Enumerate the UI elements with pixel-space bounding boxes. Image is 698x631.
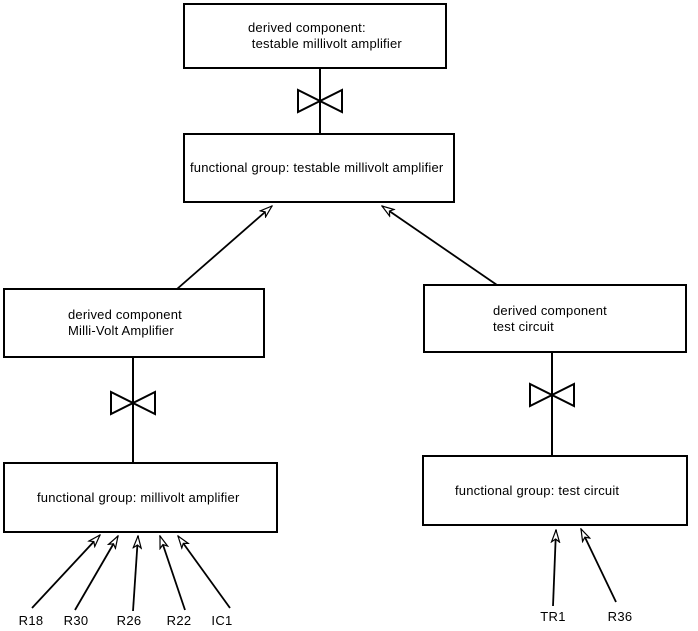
leaf-label-r22: R22 [166,613,192,628]
node-derived-component-milli-volt-amplifier: derived component Milli-Volt Amplifier [3,288,265,358]
arrow-ic1-to-millivolt-group [178,536,231,609]
leaf-label-r36: R36 [607,609,633,624]
arrow-derived-test-circuit-to-testable-group [382,206,498,286]
node-text-line: Milli-Volt Amplifier [68,323,174,338]
node-text-line: functional group: millivolt amplifier [37,489,240,505]
leaf-label-r26: R26 [116,613,142,628]
node-functional-group-millivolt-amplifier: functional group: millivolt amplifier [3,462,278,533]
node-text-line: testable millivolt amplifier [248,36,402,51]
node-text-line: derived component [68,307,182,322]
arrow-r26-to-millivolt-group [132,536,138,612]
leaf-label-r30: R30 [63,613,89,628]
node-functional-group-test-circuit: functional group: test circuit [422,455,688,526]
node-derived-component-testable-millivolt-amplifier: derived component: testable millivolt am… [183,3,447,69]
node-text-line: test circuit [493,318,554,334]
arrow-r18-to-millivolt-group [31,535,100,609]
bowtie-icon [529,382,575,408]
leaf-label-r18: R18 [18,613,44,628]
leaf-label-tr1: TR1 [540,609,566,624]
arrow-r36-to-test-circuit-group [581,529,617,603]
node-text-line: derived component [493,302,607,318]
arrow-derived-mv-amp-to-testable-group [176,206,272,290]
node-derived-component-test-circuit: derived component test circuit [423,284,687,353]
node-text-line: functional group: test circuit [455,482,620,498]
node-functional-group-testable-millivolt-amplifier: functional group: testable millivolt amp… [183,133,455,203]
bowtie-icon [110,390,156,416]
arrow-r22-to-millivolt-group [159,536,186,611]
leaf-label-ic1: IC1 [211,613,233,628]
arrow-r30-to-millivolt-group [74,536,118,611]
bowtie-icon [297,88,343,114]
node-text-line: functional group: testable millivolt amp… [190,160,444,175]
arrow-tr1-to-test-circuit-group [553,530,556,607]
node-text-line: derived component: [248,20,366,35]
